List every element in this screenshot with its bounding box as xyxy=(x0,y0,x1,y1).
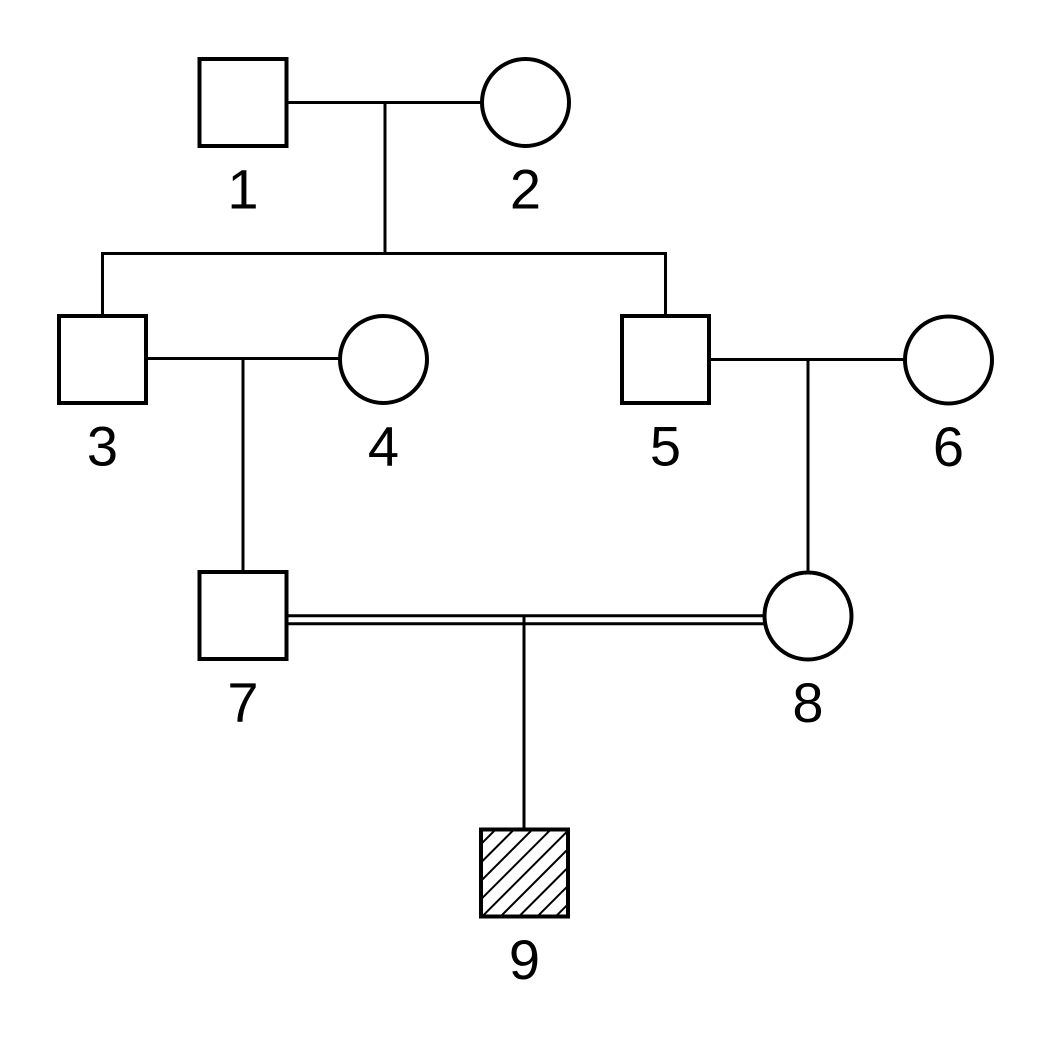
individual-9-label: 9 xyxy=(509,928,540,991)
individual-7-label: 7 xyxy=(227,671,258,734)
individual-1-label: 1 xyxy=(227,158,258,221)
individual-4-label: 4 xyxy=(368,415,399,478)
individual-9-male-symbol-affected xyxy=(479,827,570,919)
individual-4-female-symbol xyxy=(338,314,429,405)
individual-2-female-symbol xyxy=(480,57,571,148)
individual-5-male-symbol xyxy=(620,314,711,405)
individual-8-label: 8 xyxy=(792,671,823,734)
individual-1-male-symbol xyxy=(197,57,289,148)
consanguineous-marriage-7-8-line xyxy=(286,614,766,626)
individual-3-label: 3 xyxy=(87,415,118,478)
individual-6-label: 6 xyxy=(933,415,964,478)
individual-7-male-symbol xyxy=(197,570,289,661)
individual-5-label: 5 xyxy=(650,415,681,478)
individual-2-label: 2 xyxy=(510,158,541,221)
individual-3-male-symbol xyxy=(57,314,148,405)
individual-6-female-symbol xyxy=(903,314,994,406)
individual-8-female-symbol xyxy=(762,570,854,662)
